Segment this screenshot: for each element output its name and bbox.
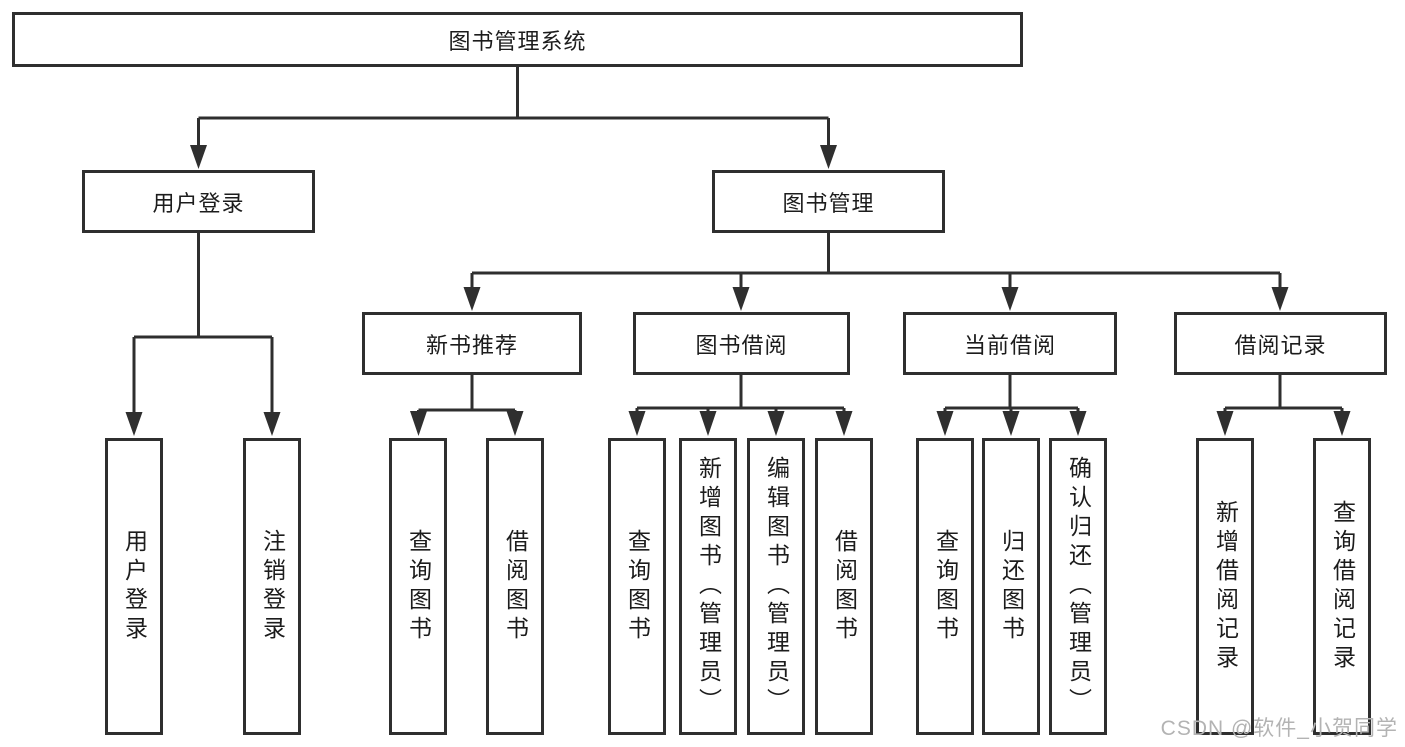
node-label: 查询图书 xyxy=(624,528,651,645)
node-query-books-under-borrowing: 查询图书 xyxy=(608,438,666,735)
node-label: 用户登录 xyxy=(121,528,148,645)
node-query-borrow-record: 查询借阅记录 xyxy=(1313,438,1371,735)
connector-records-to-children xyxy=(1216,375,1351,436)
node-book-borrowing: 图书借阅 xyxy=(633,312,850,375)
node-label: 查询图书 xyxy=(932,528,959,645)
connector-borrowing-to-children xyxy=(628,375,853,436)
node-user-login-module: 用户登录 xyxy=(82,170,315,233)
node-query-books-under-current: 查询图书 xyxy=(916,438,974,735)
csdn-watermark: CSDN @软件_小贺同学 xyxy=(1160,717,1398,740)
node-borrow-records: 借阅记录 xyxy=(1174,312,1387,375)
connector-login-to-children xyxy=(125,233,281,436)
node-label: 编辑图书（管理员） xyxy=(763,456,790,717)
node-label: 用户登录 xyxy=(152,190,245,216)
node-label: 注销登录 xyxy=(259,528,286,645)
node-borrow-books-under-borrowing: 借阅图书 xyxy=(815,438,873,735)
node-logout: 注销登录 xyxy=(243,438,301,735)
node-system-root: 图书管理系统 xyxy=(12,12,1023,67)
node-label: 查询借阅记录 xyxy=(1329,499,1356,674)
connector-management-to-level3 xyxy=(463,233,1289,311)
node-add-borrow-record: 新增借阅记录 xyxy=(1196,438,1254,735)
connector-root-to-level2 xyxy=(190,67,837,169)
node-label: 新书推荐 xyxy=(425,332,518,358)
node-label: 图书管理 xyxy=(782,190,875,216)
node-label: 图书借阅 xyxy=(695,332,788,358)
node-confirm-return-admin: 确认归还（管理员） xyxy=(1049,438,1107,735)
connector-current-to-children xyxy=(936,375,1087,436)
node-label: 当前借阅 xyxy=(963,332,1056,358)
node-book-management: 图书管理 xyxy=(712,170,945,233)
node-label: 借阅图书 xyxy=(831,528,858,645)
node-new-book-recommend: 新书推荐 xyxy=(362,312,582,375)
node-return-books: 归还图书 xyxy=(982,438,1040,735)
node-edit-books-admin: 编辑图书（管理员） xyxy=(747,438,805,735)
node-label: 借阅记录 xyxy=(1234,332,1327,358)
connector-recommend-to-children xyxy=(410,375,524,436)
node-label: 归还图书 xyxy=(998,528,1025,645)
node-add-books-admin: 新增图书（管理员） xyxy=(679,438,737,735)
node-label: 确认归还（管理员） xyxy=(1065,456,1092,717)
node-query-books-under-recommend: 查询图书 xyxy=(389,438,447,735)
node-user-login: 用户登录 xyxy=(105,438,163,735)
node-current-borrowing: 当前借阅 xyxy=(903,312,1117,375)
node-label: 图书管理系统 xyxy=(448,28,587,54)
node-label: 新增借阅记录 xyxy=(1212,499,1239,674)
node-borrow-books-under-recommend: 借阅图书 xyxy=(486,438,544,735)
node-label: 借阅图书 xyxy=(502,528,529,645)
node-label: 查询图书 xyxy=(405,528,432,645)
node-label: 新增图书（管理员） xyxy=(695,456,722,717)
